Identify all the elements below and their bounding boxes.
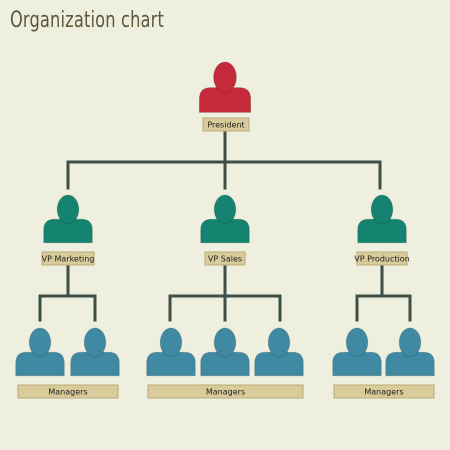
managers-marketing-label-text: Managers [48, 388, 87, 397]
person-icon [254, 327, 304, 377]
node-managers-production: Managers [332, 327, 435, 399]
vp-marketing-label: VP Marketing [41, 251, 95, 266]
person-icon [198, 61, 252, 113]
person-icon [200, 327, 250, 377]
node-vp-marketing: VP Marketing [41, 194, 95, 266]
president-label-text: President [207, 121, 244, 130]
managers-production-label: Managers [333, 384, 435, 399]
node-vp-production: VP Production [354, 194, 410, 266]
person-icon [15, 327, 65, 377]
vp-sales-label: VP Sales [204, 251, 246, 266]
node-vp-sales: VP Sales [200, 194, 250, 266]
node-managers-sales: Managers [146, 327, 304, 399]
node-managers-marketing: Managers [15, 327, 120, 399]
page-title: Organization chart [10, 8, 165, 33]
person-icon [43, 194, 93, 244]
connectors [38, 131, 412, 322]
person-icon [70, 327, 120, 377]
person-icon [200, 194, 250, 244]
vp-production-label: VP Production [354, 251, 410, 266]
connector-line [355, 294, 412, 322]
president-label: President [202, 117, 250, 132]
node-president: President [198, 61, 252, 132]
managers-sales-label: Managers [147, 384, 304, 399]
managers-sales-label-text: Managers [206, 388, 245, 397]
vp-sales-label-text: VP Sales [208, 255, 242, 264]
managers-production-label-text: Managers [364, 388, 403, 397]
vp-production-label-text: VP Production [354, 255, 409, 264]
person-icon [385, 327, 435, 377]
vp-marketing-label-text: VP Marketing [42, 255, 95, 264]
managers-marketing-label: Managers [17, 384, 119, 399]
nodes: President VP Marketing VP Sales VP Producti… [15, 61, 435, 399]
person-icon [357, 194, 407, 244]
person-icon [146, 327, 196, 377]
person-icon [332, 327, 382, 377]
connector-line [38, 294, 97, 322]
